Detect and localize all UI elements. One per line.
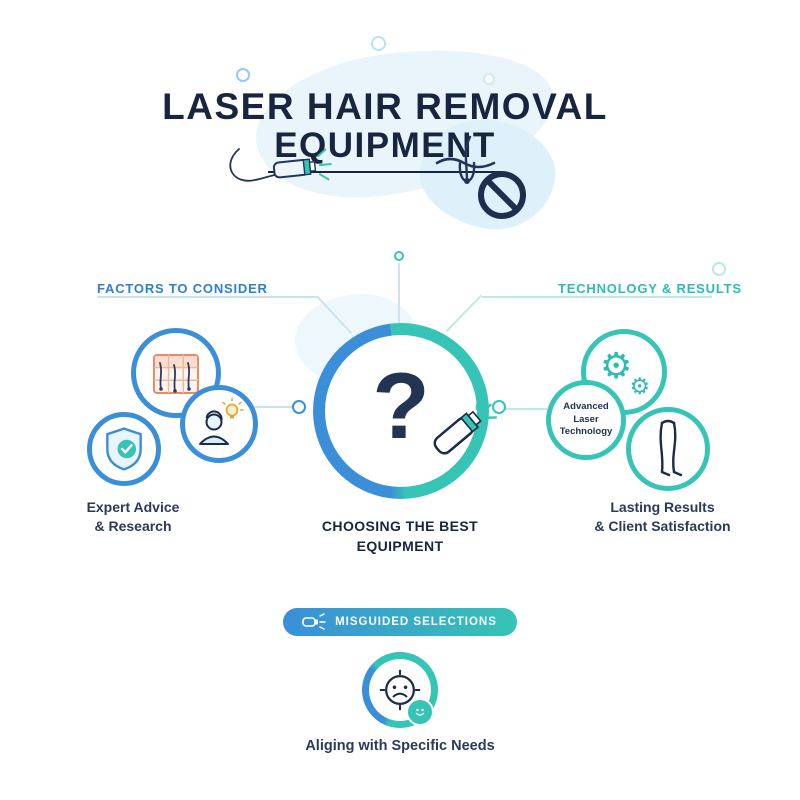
page-title: LASER HAIR REMOVAL	[0, 86, 785, 128]
center-circle: ?	[313, 323, 489, 499]
gear-icon-small: ⚙	[629, 373, 650, 399]
node-left	[292, 400, 306, 414]
connector-right-diagonal	[445, 294, 482, 332]
connector-right-underline	[482, 296, 712, 298]
misguided-banner: MISGUIDED SELECTIONS	[283, 608, 517, 636]
shield-check-icon	[106, 427, 142, 471]
question-mark: ?	[372, 353, 430, 458]
header-technology: TECHNOLOGY & RESULTS	[558, 281, 742, 296]
connector-top-vertical	[398, 263, 400, 325]
circle-expert-person	[180, 385, 258, 463]
circle-advanced-tech: Advanced Laser Technology	[546, 380, 626, 460]
circle-legs	[626, 407, 710, 491]
connector-left-branch	[254, 406, 294, 408]
legs-icon	[659, 419, 683, 477]
center-circle-inner: ?	[325, 335, 477, 487]
title-line1: LASER HAIR REMOVAL	[162, 86, 608, 127]
smiley-icon	[415, 708, 425, 716]
gear-icon-large: ⚙	[600, 345, 633, 386]
bottom-label: Aliging with Specific Needs	[305, 738, 495, 754]
header-factors: FACTORS TO CONSIDER	[97, 281, 268, 296]
center-label: CHOOSING THE BEST EQUIPMENT	[321, 518, 479, 554]
connector-right-branch	[505, 408, 547, 410]
title-line2: EQUIPMENT	[268, 126, 502, 173]
decor-dot	[236, 68, 250, 82]
decor-dot	[712, 262, 726, 276]
circle-gears: ⚙ ⚙	[581, 329, 667, 415]
smiley-badge	[406, 698, 434, 726]
target-sad-face-icon	[379, 669, 421, 711]
page-subtitle: EQUIPMENT	[0, 126, 785, 173]
skin-hair-chart-icon	[153, 354, 199, 394]
circle-shield	[87, 412, 161, 486]
left-cluster-label: Expert Advice & Research	[86, 499, 180, 534]
laser-handpiece-icon	[229, 148, 332, 182]
node-top	[394, 251, 404, 261]
connector-left-underline	[97, 296, 318, 298]
advanced-tech-text: Advanced Laser Technology	[559, 401, 613, 438]
center-laser-device-icon	[433, 395, 498, 455]
banner-label: MISGUIDED SELECTIONS	[335, 616, 497, 628]
person-lightbulb-icon	[199, 398, 244, 445]
banner-laser-icon	[302, 613, 326, 630]
hair-follicle-ban-icon	[435, 135, 526, 219]
right-cluster-label: Lasting Results & Client Satisfaction	[594, 499, 731, 534]
decor-dot	[483, 73, 495, 85]
node-right	[492, 400, 506, 414]
decor-dot	[371, 36, 386, 51]
